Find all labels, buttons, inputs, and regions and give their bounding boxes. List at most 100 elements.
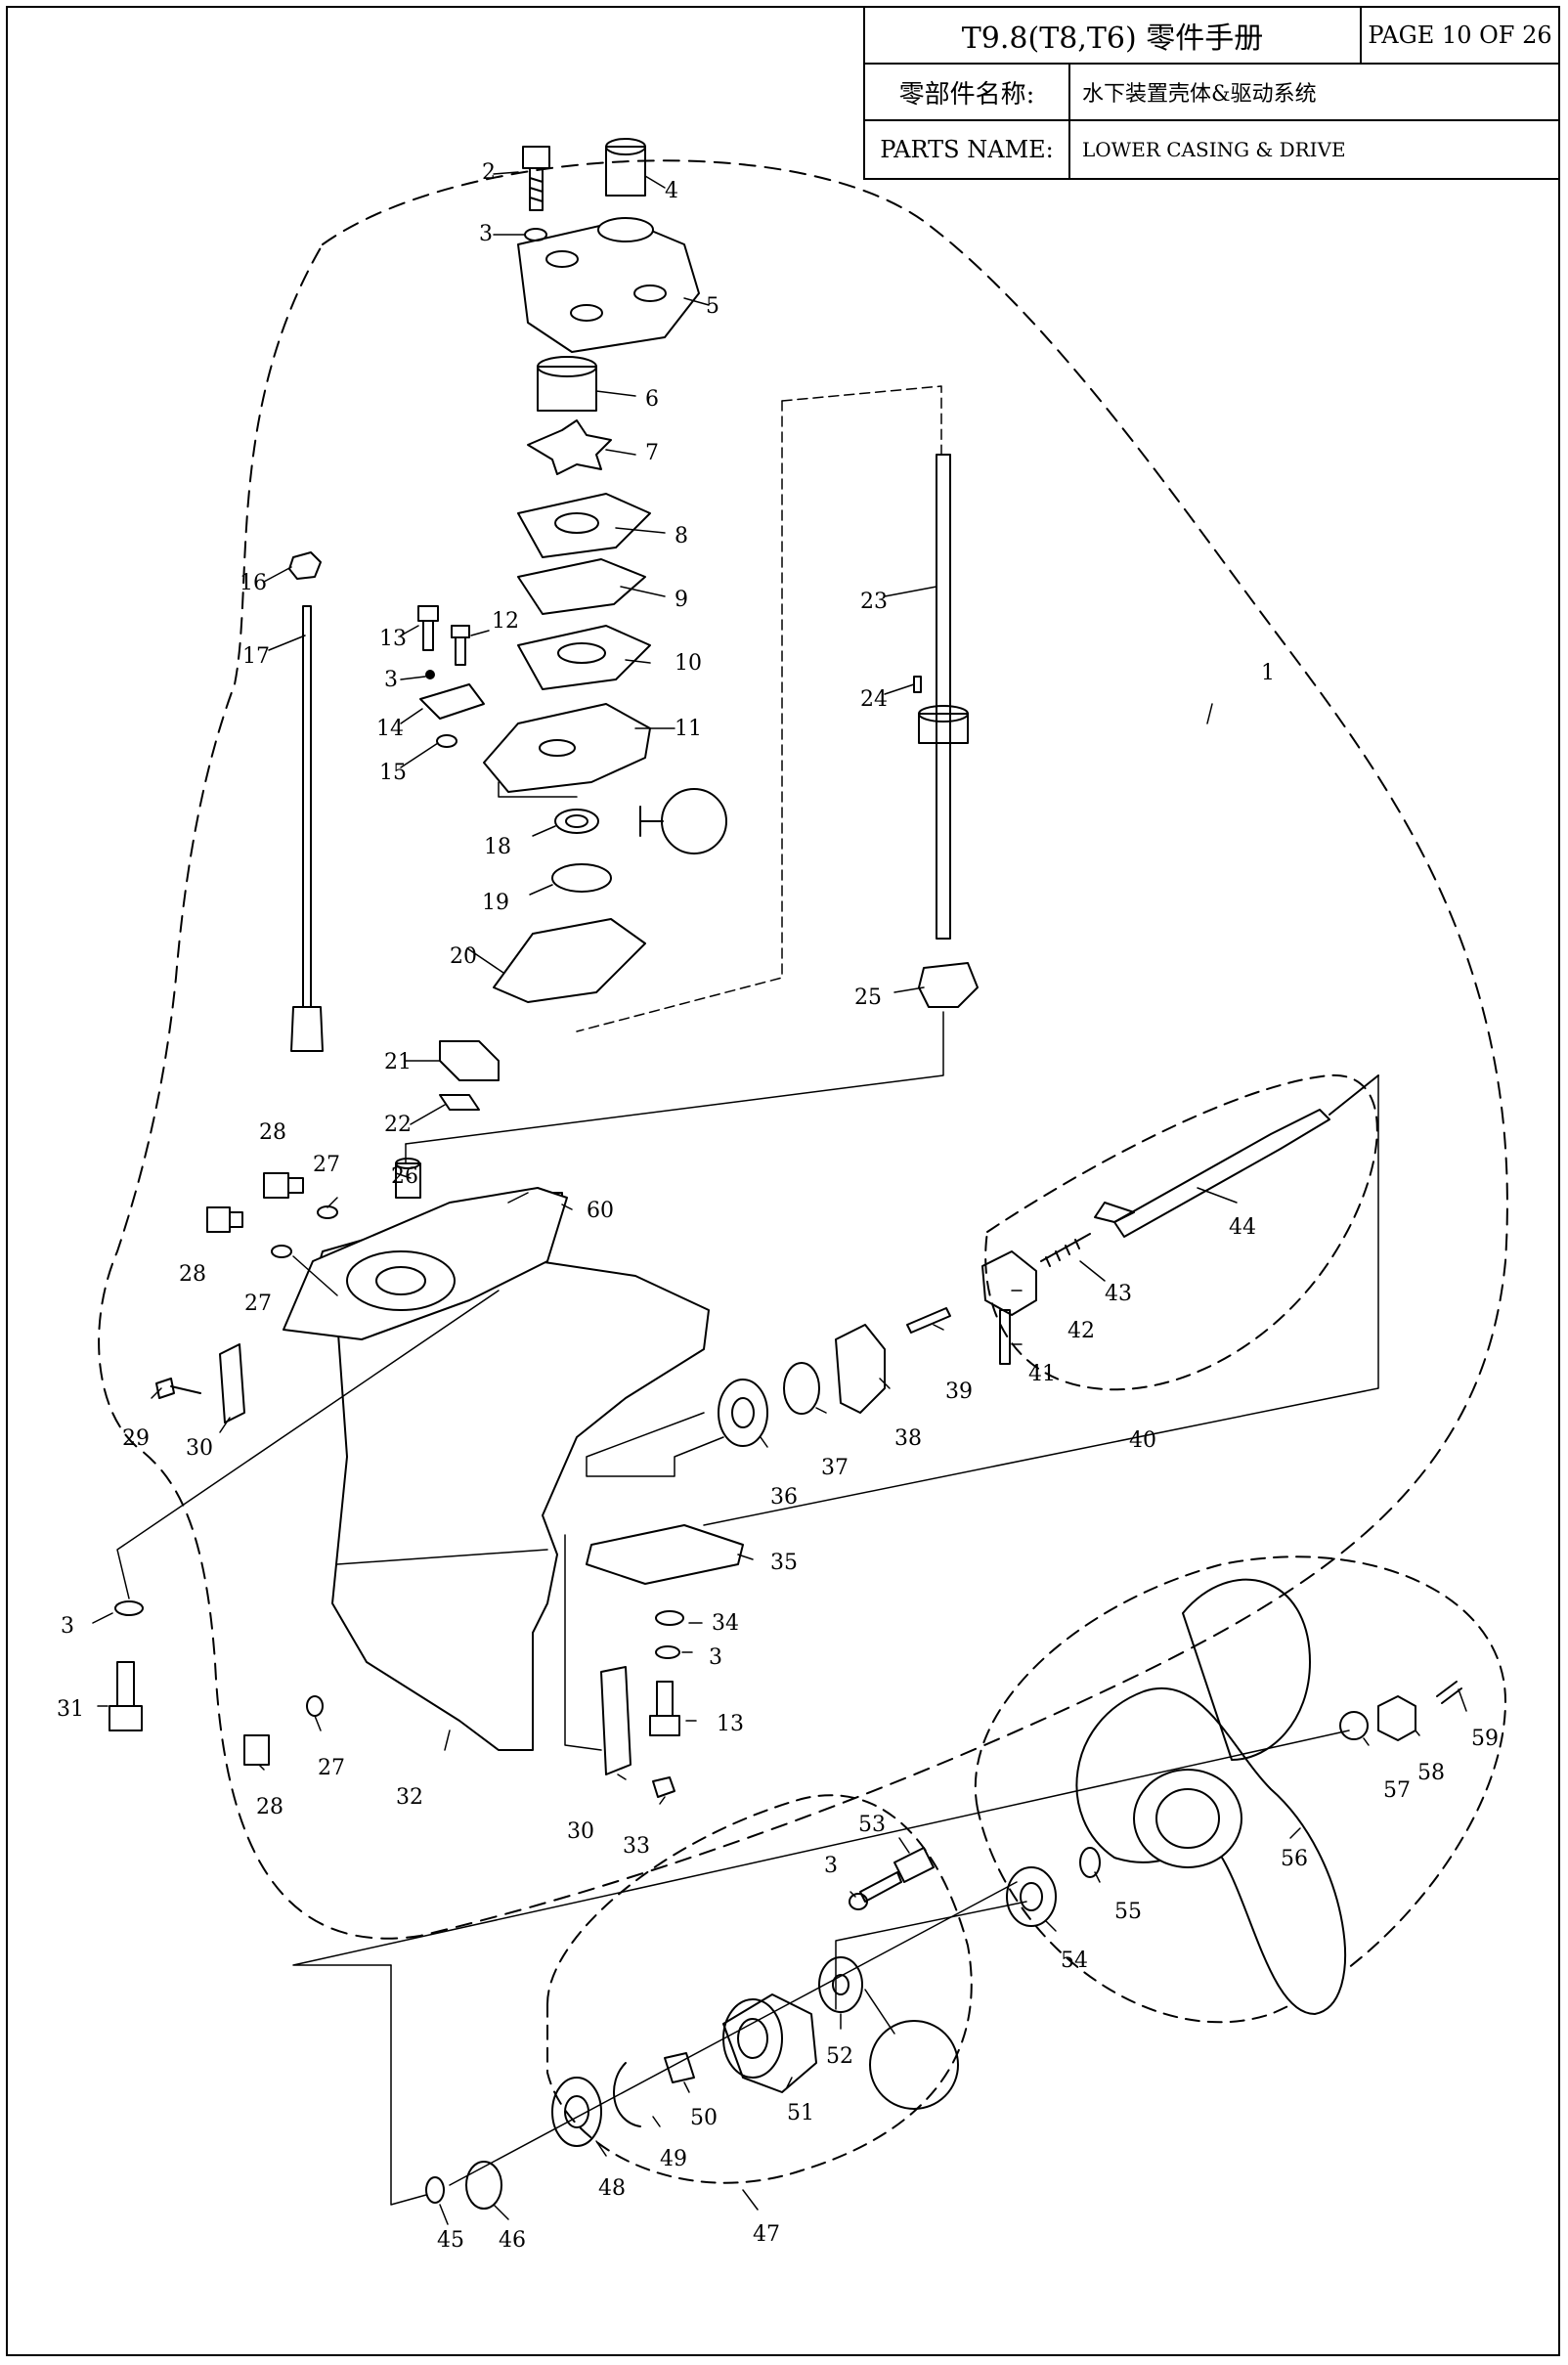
document-title: T9.8(T8,T6) 零件手册 (865, 8, 1362, 65)
sleeve-26 (395, 1162, 421, 1199)
bearing-on-driveshaft (918, 713, 969, 744)
gasket-8 (517, 493, 651, 558)
callout-51: 51 (787, 2101, 814, 2125)
callout-28: 28 (179, 1262, 206, 1287)
callout-11: 11 (675, 717, 702, 741)
callout-20: 20 (450, 944, 477, 969)
callout-14: 14 (376, 717, 404, 741)
oil-seal-52 (818, 1956, 863, 2013)
washer-3-mid (425, 670, 435, 679)
callout-5: 5 (706, 294, 719, 319)
o-ring-19 (551, 863, 612, 893)
bolt-2 (522, 146, 550, 211)
propeller-56 (1075, 1687, 1347, 2015)
callout-labels: 1234567891011121331415161718192021222324… (57, 160, 1499, 2253)
callout-7: 7 (645, 441, 659, 465)
pin-41 (999, 1309, 1011, 1365)
washer-3-top (524, 228, 547, 241)
callout-43: 43 (1105, 1282, 1132, 1306)
callout-28: 28 (259, 1120, 286, 1145)
callout-19: 19 (482, 891, 509, 915)
bolt-13-lower (649, 1681, 680, 1736)
bearing-36 (718, 1379, 768, 1447)
callout-3: 3 (709, 1645, 722, 1670)
washer-3-left (114, 1600, 144, 1616)
propeller-group-outline (975, 1555, 1506, 2024)
pin-39 (906, 1307, 951, 1334)
housing-detail-circle (869, 2020, 959, 2110)
callout-3: 3 (824, 1854, 838, 1878)
callout-55: 55 (1114, 1900, 1142, 1924)
spacer-54 (1006, 1866, 1057, 1927)
oil-seal-18 (554, 809, 599, 834)
callout-33: 33 (623, 1834, 650, 1859)
bolt-53 (859, 1847, 935, 1903)
washer-3-housing (849, 1893, 868, 1910)
anode-plate-35 (586, 1524, 744, 1585)
cover-plate-14 (419, 683, 485, 720)
washer-27-lower (306, 1695, 324, 1717)
callout-27: 27 (318, 1756, 345, 1780)
callout-35: 35 (770, 1551, 798, 1575)
callout-10: 10 (675, 651, 702, 676)
bushing-50 (664, 2052, 695, 2083)
callout-6: 6 (645, 387, 659, 412)
callout-18: 18 (484, 835, 511, 859)
washer-45 (425, 2176, 445, 2204)
drive-shaft-23 (936, 454, 951, 940)
plate-9 (517, 558, 646, 615)
bolt-28-left (206, 1206, 243, 1233)
callout-59: 59 (1471, 1727, 1499, 1751)
parts-name-cn-value: 水下装置壳体&驱动系统 (1070, 65, 1558, 121)
callout-58: 58 (1417, 1761, 1445, 1785)
callout-25: 25 (854, 985, 882, 1010)
callout-17: 17 (242, 644, 270, 669)
callout-3: 3 (61, 1614, 74, 1639)
callout-54: 54 (1061, 1949, 1088, 1973)
callout-38: 38 (894, 1426, 922, 1451)
assembly-boundary-outline (98, 159, 1508, 1940)
shift-rod-17 (290, 605, 324, 1052)
callout-47: 47 (753, 2222, 780, 2247)
callout-56: 56 (1281, 1847, 1308, 1871)
callout-31: 31 (57, 1697, 84, 1722)
callout-15: 15 (379, 761, 407, 785)
propeller-shaft-44 (1113, 1109, 1330, 1238)
callout-27: 27 (244, 1292, 272, 1316)
callout-4: 4 (665, 179, 678, 203)
propeller-shaft-housing-outline (546, 1794, 973, 2184)
cotter-pin-59 (1436, 1681, 1462, 1704)
callout-60: 60 (587, 1199, 614, 1223)
callout-1: 1 (1261, 661, 1275, 685)
sleeve-4 (605, 146, 646, 197)
callout-57: 57 (1383, 1778, 1411, 1803)
callout-39: 39 (945, 1380, 973, 1404)
washer-57 (1339, 1711, 1369, 1740)
callout-41: 41 (1028, 1362, 1056, 1386)
circlip-49 (613, 2062, 641, 2127)
shift-shaft-subassembly-outline (984, 1073, 1378, 1391)
pin-24 (913, 676, 922, 693)
callout-23: 23 (860, 590, 888, 614)
callout-44: 44 (1229, 1215, 1256, 1240)
title-block: T9.8(T8,T6) 零件手册 PAGE 10 OF 26 零部件名称: 水下… (863, 6, 1560, 180)
cover-30-upper (219, 1343, 245, 1423)
screw-29 (155, 1378, 201, 1399)
bolt-31 (109, 1661, 143, 1731)
gear-38 (835, 1324, 886, 1414)
washer-15 (436, 734, 457, 748)
pump-base-plate-11 (483, 703, 651, 793)
shim-37 (783, 1362, 820, 1415)
callout-2: 2 (482, 160, 496, 185)
nut-16 (288, 551, 322, 580)
callout-26: 26 (391, 1164, 418, 1189)
housing-51 (722, 1993, 817, 2093)
callout-3: 3 (384, 668, 398, 692)
callout-24: 24 (860, 687, 888, 712)
callout-34: 34 (712, 1611, 739, 1636)
callout-27: 27 (313, 1153, 340, 1177)
callout-30: 30 (567, 1819, 594, 1844)
callout-30: 30 (186, 1436, 213, 1461)
callout-22: 22 (384, 1113, 412, 1137)
